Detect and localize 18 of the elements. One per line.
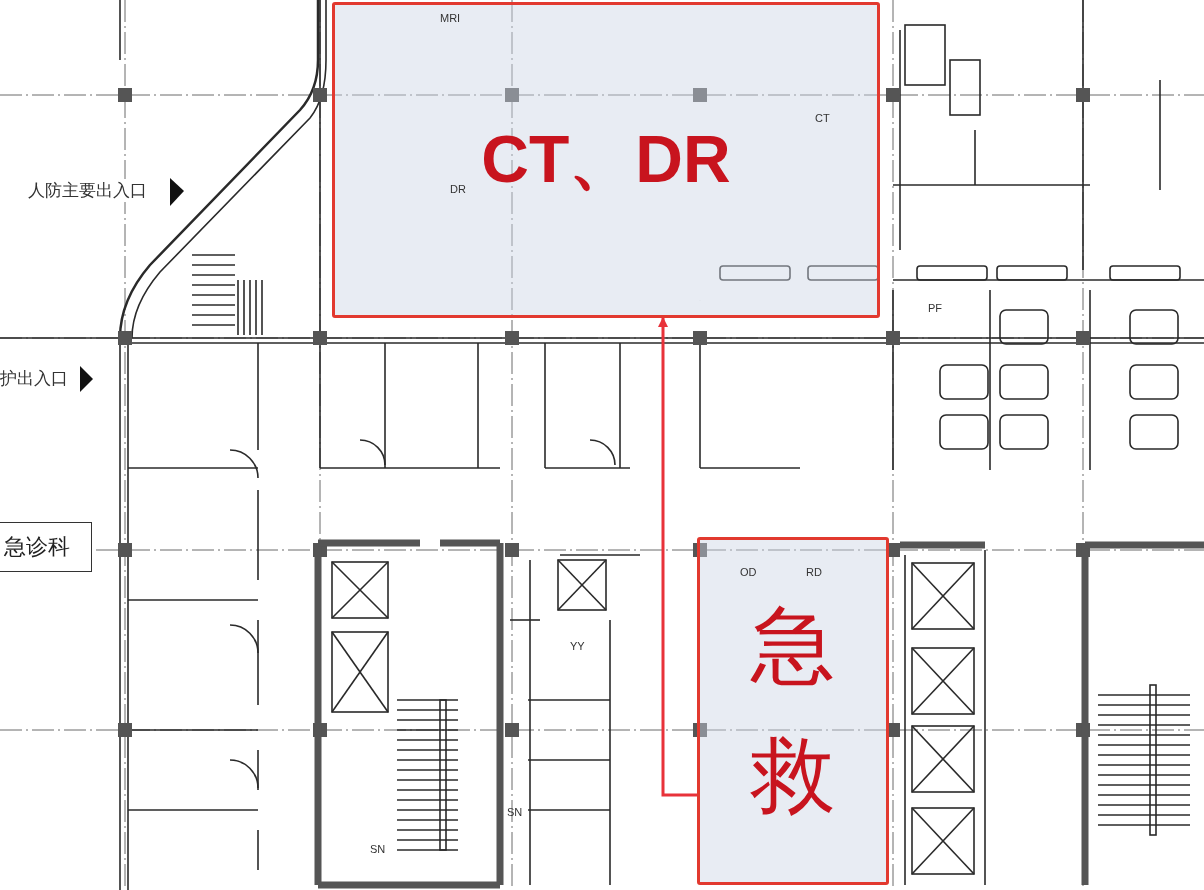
arrow xyxy=(658,317,697,797)
room-label: OD xyxy=(740,566,757,578)
highlight-zone xyxy=(697,537,889,885)
room-label: RD xyxy=(806,566,822,578)
department-sign xyxy=(0,522,92,572)
room-label: MRI xyxy=(440,12,461,24)
entrance-label: 人防主要出入口 xyxy=(28,179,147,202)
department-name: 急诊科 xyxy=(4,533,70,561)
room-label: YY xyxy=(570,640,585,652)
room-label: CT xyxy=(815,112,830,124)
zone-title: 急救 xyxy=(751,597,835,824)
room-label: SN xyxy=(370,843,386,855)
room-label: PF xyxy=(928,302,943,314)
zone-title: CT、DR xyxy=(481,121,731,198)
highlight-zone xyxy=(332,2,880,318)
entrance-label: 护出入口 xyxy=(0,367,68,390)
room-label: DR xyxy=(450,183,466,195)
room-label: SN xyxy=(507,806,523,818)
